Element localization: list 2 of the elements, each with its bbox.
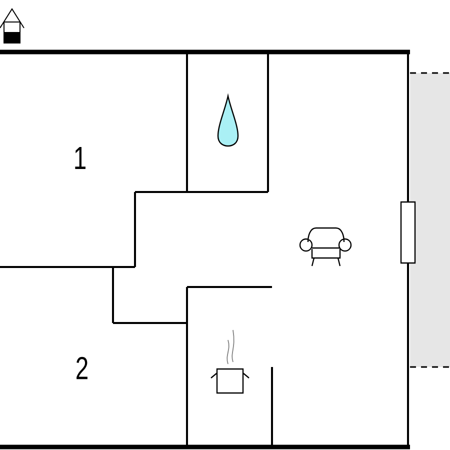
room-number: 1 [75,147,86,169]
room-number: 2 [76,356,88,380]
